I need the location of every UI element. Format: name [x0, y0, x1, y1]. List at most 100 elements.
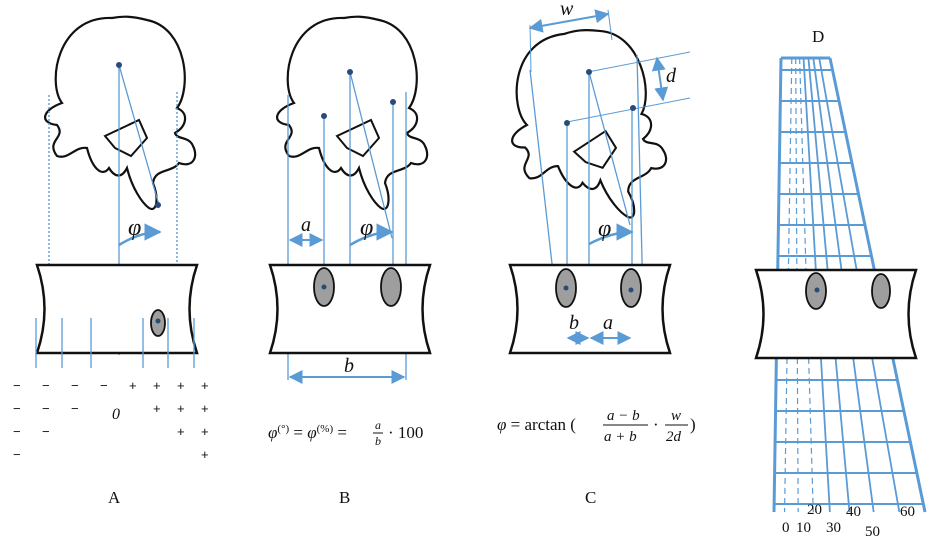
panel-label-d: D — [812, 27, 824, 46]
grade-r2-c2: − — [42, 401, 50, 416]
panel-label-b: B — [339, 488, 350, 507]
angle-arc-b — [349, 223, 394, 247]
grade-r2-c5: + — [153, 401, 161, 416]
scale-label-20: 20 — [807, 502, 822, 518]
svg-text:a + b: a + b — [604, 429, 637, 445]
spinous-dot-a — [155, 202, 161, 208]
grade-r4-c1: − — [13, 447, 21, 462]
phi-symbol-a: φ — [128, 215, 141, 241]
grade-r3-c2: − — [42, 424, 50, 439]
dim-d-c: d — [666, 65, 677, 87]
guide-oblique-left-c — [529, 69, 556, 291]
dim-w-tick-left-c — [529, 24, 532, 73]
grade-r1-c5: + — [129, 378, 137, 393]
grid-ray — [783, 57, 793, 513]
vertebra-b — [275, 15, 429, 211]
phi-symbol-b: φ — [360, 215, 373, 241]
vertebra-c — [497, 19, 675, 234]
formula-b: φ(°) = φ(%) = a b · 100 — [268, 418, 423, 448]
grade-r3-c4: + — [201, 424, 209, 439]
svg-text:b: b — [375, 434, 381, 448]
svg-text:φ(°) = φ(%) =: φ(°) = φ(%) = — [268, 423, 347, 442]
vertebral-body-b — [268, 263, 432, 355]
panel-b: a φ b φ(°) = φ(%) = a b · 100 B — [268, 15, 432, 507]
pedicle-dot-right-c — [628, 287, 634, 293]
svg-text:·: · — [653, 415, 659, 434]
pedicle-top-dot-right-c — [630, 105, 636, 111]
pedicle-dot-left-d — [814, 287, 820, 293]
grade-zero: 0 — [112, 406, 120, 423]
grade-r1-c8: + — [201, 378, 209, 393]
angle-arc-c — [588, 223, 634, 246]
guide-oblique-right-c — [636, 54, 644, 301]
pedicle-top-dot-left-c — [564, 120, 570, 126]
pedicle-top-dot-right-b — [390, 99, 396, 105]
scale-label-40: 40 — [846, 504, 861, 520]
grade-r4-c2: + — [201, 447, 209, 462]
dim-a-c: a — [603, 312, 613, 334]
grade-r1-c4: − — [100, 378, 108, 393]
dim-w-tick-right-c — [607, 9, 613, 41]
panel-label-c: C — [585, 488, 596, 507]
center-dot-a — [116, 62, 122, 68]
grade-r1-c3: − — [71, 378, 79, 393]
grade-r3-c1: − — [13, 424, 21, 439]
scale-labels-d: 0 10 20 30 40 50 60 — [782, 502, 915, 540]
vertebra-a — [43, 15, 197, 211]
svg-text:a − b: a − b — [607, 408, 640, 424]
scale-label-50: 50 — [865, 524, 880, 540]
dim-w-arrow-c — [528, 9, 610, 33]
dim-w-c: w — [560, 0, 574, 20]
scale-label-0: 0 — [782, 520, 790, 536]
grid-ray — [795, 57, 799, 513]
panel-a: φ − − − − + + + + − − − 0 + + + − − + — [13, 15, 209, 507]
panel-d: D 0 10 20 30 40 50 60 — [754, 27, 927, 540]
dim-d-arrow-c — [651, 56, 669, 102]
vertebral-body-d — [754, 268, 918, 360]
dim-d-guide-bottom-c — [566, 97, 691, 123]
center-dot-b — [347, 69, 353, 75]
pedicle-right-d — [871, 273, 891, 309]
grade-r1-c1: − — [13, 378, 21, 393]
svg-text:w: w — [671, 408, 681, 424]
svg-text:· 100: · 100 — [388, 423, 423, 442]
panel-c: w d φ b a φ = arctan ( a − b a + b · w — [497, 0, 696, 507]
formula-c: φ = arctan ( a − b a + b · w 2d ) — [497, 408, 696, 445]
grid-ray — [799, 57, 814, 513]
svg-text:φ = arctan (: φ = arctan ( — [497, 415, 576, 434]
vertebral-body-a — [35, 263, 199, 355]
scale-label-60: 60 — [900, 504, 915, 520]
center-dot-c — [586, 69, 592, 75]
angle-arc-a — [118, 223, 162, 247]
rotation-line-b — [349, 71, 393, 239]
grade-r1-c7: + — [177, 378, 185, 393]
grade-r2-c1: − — [13, 401, 21, 416]
pedicle-top-dot-left-b — [321, 113, 327, 119]
vertebral-body-c — [508, 263, 672, 355]
rotation-line-c — [588, 71, 631, 226]
rotation-line-a — [118, 64, 160, 206]
svg-text:2d: 2d — [666, 429, 682, 445]
dim-b-b: b — [344, 355, 354, 377]
scale-label-30: 30 — [826, 520, 841, 536]
pedicle-dot-a — [155, 318, 161, 324]
phi-symbol-c: φ — [598, 216, 611, 242]
svg-text:a: a — [375, 418, 381, 432]
grade-r3-c3: + — [177, 424, 185, 439]
grade-r2-c6: + — [177, 401, 185, 416]
grade-r2-c3: − — [71, 401, 79, 416]
pedicle-dot-left-b — [321, 284, 327, 290]
scale-label-10: 10 — [796, 520, 811, 536]
dim-a-b: a — [301, 214, 311, 236]
grade-r1-c2: − — [42, 378, 50, 393]
grade-table-a: − − − − + + + + − − − 0 + + + − − + + − … — [13, 378, 209, 462]
grade-r2-c7: + — [201, 401, 209, 416]
pedicle-right-b — [380, 267, 402, 307]
dim-d-guide-top-c — [587, 51, 691, 73]
panel-label-a: A — [108, 488, 121, 507]
grade-r1-c6: + — [153, 378, 161, 393]
svg-text:): ) — [690, 415, 696, 434]
dim-b-c: b — [569, 312, 579, 334]
pedicle-dot-left-c — [563, 285, 569, 291]
